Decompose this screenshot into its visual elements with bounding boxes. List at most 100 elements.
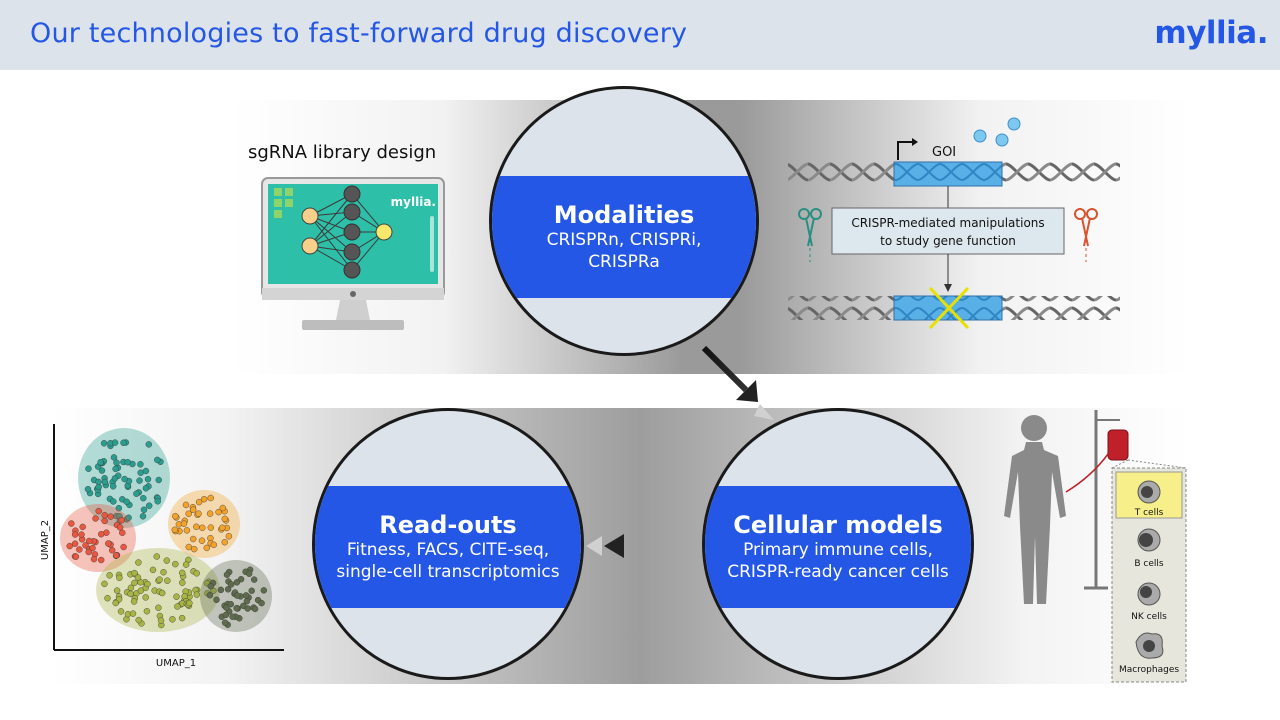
- umap-point: [111, 439, 119, 446]
- umap-point: [140, 494, 147, 502]
- umap-point: [221, 515, 229, 523]
- gene-label: GOI: [932, 145, 956, 160]
- umap-point: [72, 553, 80, 560]
- umap-point: [136, 477, 143, 484]
- umap-point: [224, 586, 232, 593]
- readouts-line-2: single-cell transcriptomics: [336, 562, 560, 582]
- umap-point: [145, 502, 153, 509]
- immune-cells-illustration: T cells B cells NK cells Macrophages: [1004, 410, 1187, 683]
- umap-point: [164, 577, 171, 584]
- umap-point: [258, 599, 265, 607]
- cellular-models-line-1: Primary immune cells,: [743, 540, 933, 560]
- umap-point: [130, 598, 138, 605]
- readouts-line-1: Fitness, FACS, CITE-seq,: [346, 540, 550, 560]
- umap-point: [185, 543, 193, 551]
- cell-icon: [1135, 632, 1164, 659]
- header-bar: Our technologies to fast-forward drug di…: [0, 0, 1280, 70]
- umap-point: [260, 587, 268, 594]
- umap-point: [133, 490, 140, 497]
- umap-point: [101, 478, 109, 486]
- umap-ylabel: UMAP_2: [40, 520, 51, 560]
- umap-point: [233, 604, 240, 612]
- umap-point: [158, 589, 166, 597]
- modalities-line-2: CRISPRa: [588, 252, 660, 272]
- human-silhouette-icon: [1004, 415, 1066, 604]
- umap-point: [66, 542, 73, 550]
- umap-point: [144, 580, 151, 588]
- umap-point: [110, 454, 118, 461]
- umap-point: [86, 537, 93, 545]
- cycle-arrows: [586, 345, 774, 558]
- umap-point: [185, 510, 192, 517]
- umap-point: [117, 608, 125, 615]
- umap-point: [92, 515, 99, 522]
- modalities-stripe: Modalities CRISPRn, CRISPRi, CRISPRa: [492, 176, 756, 298]
- arrow-icon: [586, 534, 700, 558]
- umap-point: [223, 571, 231, 578]
- umap-point: [207, 524, 215, 531]
- umap-point: [71, 540, 79, 547]
- crispr-box-line-2: to study gene function: [880, 234, 1016, 248]
- umap-point: [207, 582, 214, 590]
- cell-icon: [1137, 582, 1161, 606]
- umap-point: [180, 520, 188, 527]
- umap-point: [116, 574, 123, 582]
- umap-point: [195, 510, 202, 517]
- umap-point: [248, 587, 255, 595]
- umap-point: [95, 507, 102, 515]
- umap-point: [120, 439, 127, 446]
- umap-point: [149, 566, 157, 574]
- umap-point: [172, 512, 179, 520]
- umap-point: [217, 586, 225, 594]
- umap-point: [227, 600, 235, 608]
- umap-point: [109, 483, 117, 490]
- umap-point: [206, 510, 214, 517]
- umap-point: [89, 544, 96, 552]
- umap-point: [155, 604, 162, 612]
- umap-point: [101, 511, 108, 519]
- umap-point: [178, 614, 186, 622]
- umap-point: [242, 592, 250, 599]
- umap-point: [219, 524, 226, 532]
- umap-point: [182, 501, 190, 509]
- cell-icon: [1137, 480, 1161, 504]
- umap-point: [153, 553, 161, 560]
- promoter-arrow-icon: [897, 141, 912, 160]
- umap-point: [193, 591, 201, 598]
- umap-point: [179, 579, 186, 586]
- cellular-models-title: Cellular models: [733, 511, 943, 539]
- umap-point: [135, 616, 142, 624]
- umap-point: [240, 602, 247, 610]
- umap-point: [221, 619, 229, 626]
- umap-point: [156, 576, 163, 583]
- umap-point: [68, 520, 75, 527]
- readouts-stripe: Read-outs Fitness, FACS, CITE-seq, singl…: [315, 486, 581, 608]
- umap-point: [189, 506, 197, 513]
- umap-point: [90, 555, 98, 563]
- umap-point: [112, 465, 119, 473]
- dna-helix-icon: [788, 295, 1120, 321]
- umap-point: [135, 559, 142, 566]
- cell-label-t: T cells: [1134, 508, 1164, 518]
- umap-point: [157, 617, 165, 624]
- umap-point: [233, 579, 241, 586]
- umap-point: [215, 508, 222, 516]
- umap-point: [193, 523, 200, 531]
- umap-point: [140, 506, 148, 514]
- umap-point: [144, 476, 152, 483]
- umap-point: [111, 475, 119, 482]
- dna-helix-icon: [788, 161, 1120, 187]
- umap-point: [97, 556, 105, 564]
- umap-point: [195, 498, 203, 506]
- umap-point: [129, 610, 137, 617]
- readouts-lens: Read-outs Fitness, FACS, CITE-seq, singl…: [312, 408, 584, 680]
- umap-point: [106, 572, 113, 579]
- umap-point: [250, 576, 258, 583]
- umap-point: [100, 440, 108, 447]
- umap-point: [155, 476, 162, 484]
- umap-point: [85, 548, 92, 556]
- umap-point: [113, 587, 121, 594]
- umap-point: [76, 546, 83, 553]
- umap-point: [137, 461, 144, 468]
- cell-icon: [1137, 528, 1161, 552]
